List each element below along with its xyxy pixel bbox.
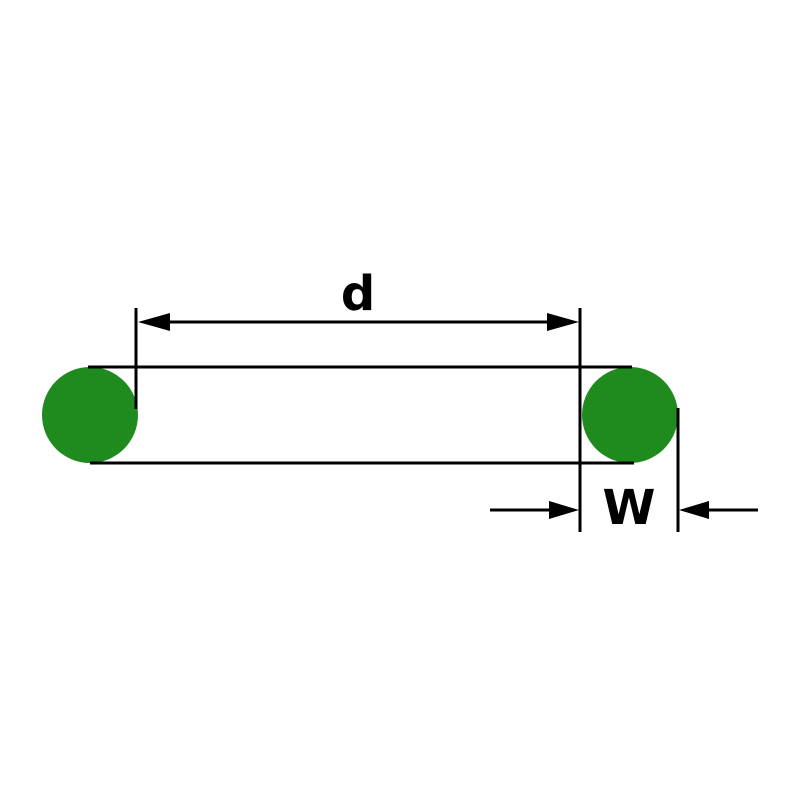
dim-d-label: d [341,266,375,322]
dim-w-label: W [603,480,656,536]
dim-d-arrowhead-left [138,313,170,331]
oring-left-cross-section [42,367,138,463]
oring-right-cross-section [582,367,678,463]
dim-w-arrowhead-right [679,501,709,519]
dim-w-arrowhead-left [549,501,579,519]
dim-d-arrowhead-right [547,313,579,331]
